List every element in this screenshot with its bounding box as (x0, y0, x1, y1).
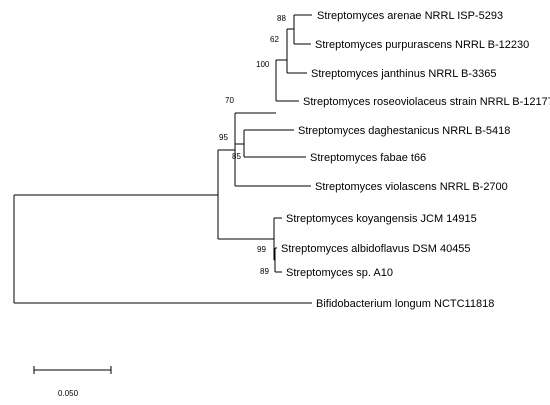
bootstrap-value: 85 (232, 152, 241, 161)
taxon-label: Streptomyces violascens NRRL B-2700 (315, 181, 508, 193)
bootstrap-value: 99 (257, 245, 266, 254)
taxon-label: Streptomyces purpurascens NRRL B-12230 (315, 39, 529, 51)
taxon-label: Streptomyces fabae t66 (310, 152, 426, 164)
tree-branches (13, 14, 312, 304)
bootstrap-value: 70 (225, 96, 234, 105)
bootstrap-value: 100 (256, 60, 270, 69)
taxon-label: Streptomyces daghestanicus NRRL B-5418 (298, 125, 510, 137)
bootstrap-value: 89 (260, 267, 269, 276)
taxon-label: Bifidobacterium longum NCTC11818 (316, 298, 494, 310)
taxon-label: Streptomyces roseoviolaceus strain NRRL … (303, 96, 550, 108)
bootstrap-values: 88 62 100 70 95 85 99 89 (219, 14, 286, 276)
taxon-label: Streptomyces arenae NRRL ISP-5293 (317, 10, 503, 22)
taxon-label: Streptomyces albidoflavus DSM 40455 (281, 243, 471, 255)
scale-bar-label: 0.050 (58, 389, 79, 398)
bootstrap-value: 88 (277, 14, 286, 23)
bootstrap-value: 95 (219, 133, 228, 142)
bootstrap-value: 62 (270, 35, 279, 44)
scale-bar: 0.050 (33, 366, 112, 398)
taxon-label: Streptomyces sp. A10 (286, 267, 393, 279)
taxon-label: Streptomyces koyangensis JCM 14915 (286, 213, 477, 225)
taxon-label: Streptomyces janthinus NRRL B-3365 (311, 68, 496, 80)
taxon-labels: Streptomyces arenae NRRL ISP-5293 Strept… (281, 10, 550, 310)
